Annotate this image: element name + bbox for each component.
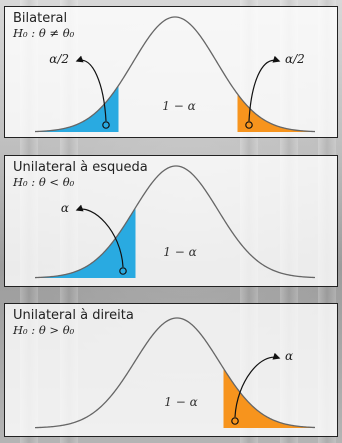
panel-right-tail: Unilateral à direita H₀ : θ > θ₀ 1 − α α: [4, 303, 338, 437]
left-tail-area: [35, 86, 118, 132]
distribution-plot: 1 − α α/2 α/2: [34, 16, 316, 133]
panel-hypothesis: H₀ : θ ≠ θ₀: [13, 26, 75, 40]
left-tail-marker: [102, 121, 110, 129]
distribution-plot: 1 − α α: [34, 317, 316, 429]
center-area-label: 1 − α: [164, 395, 197, 409]
panel-hypothesis: H₀ : θ > θ₀: [13, 323, 75, 337]
right-tail-label: α: [285, 349, 293, 363]
panel-title: Bilateral: [13, 11, 68, 26]
right-tail-arrow: [234, 352, 281, 418]
left-tail-label: α/2: [49, 52, 69, 66]
panel-title: Unilateral à direita: [13, 308, 134, 323]
panel-hypothesis: H₀ : θ < θ₀: [13, 175, 75, 189]
center-area-label: 1 − α: [162, 99, 195, 113]
panel-left-tail: Unilateral à esqueda H₀ : θ < θ₀ 1 − α α: [4, 155, 338, 287]
left-tail-marker: [119, 267, 127, 275]
right-tail-area: [238, 94, 315, 132]
left-tail-arrow: [75, 204, 124, 268]
center-area-label: 1 − α: [163, 245, 196, 259]
density-curve: [34, 165, 316, 279]
left-tail-arrow: [75, 55, 107, 122]
left-tail-area: [35, 208, 135, 278]
right-tail-arrow: [248, 55, 281, 122]
right-tail-marker: [245, 121, 253, 129]
density-curve: [34, 317, 316, 429]
distribution-plot: 1 − α α: [34, 165, 316, 279]
right-tail-area: [224, 369, 315, 428]
right-tail-marker: [231, 417, 239, 425]
density-curve: [34, 16, 316, 133]
panel-title: Unilateral à esqueda: [13, 160, 148, 175]
right-tail-label: α/2: [285, 52, 305, 66]
left-tail-label: α: [61, 201, 69, 215]
panel-bilateral: Bilateral H₀ : θ ≠ θ₀ 1 − α α/2 α/2: [4, 6, 338, 138]
